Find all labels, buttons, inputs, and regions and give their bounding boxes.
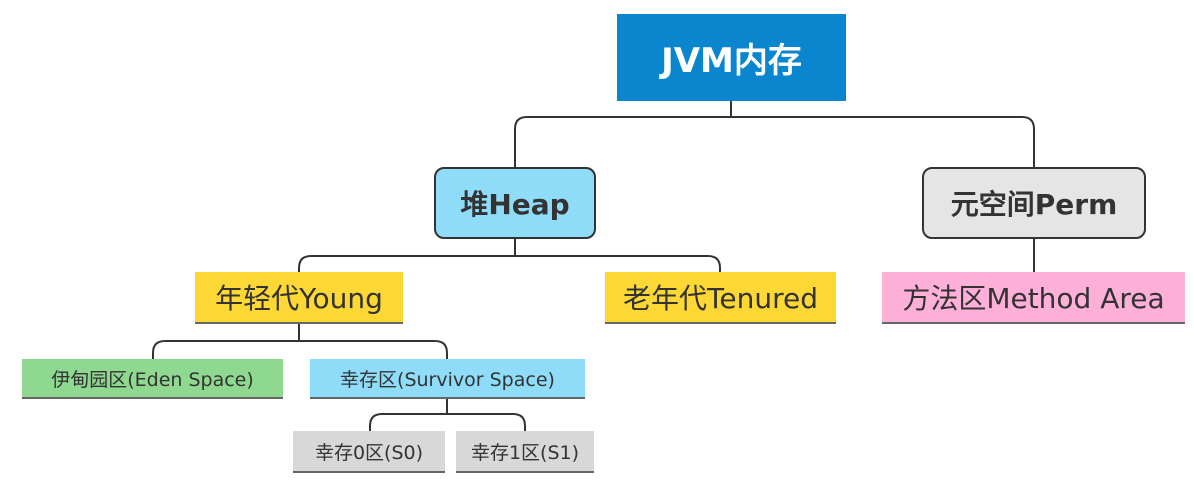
root-node[interactable]: JVM内存 [617, 14, 846, 101]
connector-heap-children [298, 239, 721, 272]
old-generation-node[interactable]: 老年代Tenured [605, 272, 836, 324]
heap-label: 堆Heap [460, 188, 570, 221]
heap-node[interactable]: 堆Heap [434, 167, 596, 239]
survivor-s1-node[interactable]: 幸存1区(S1) [456, 431, 594, 473]
young-label: 年轻代Young [215, 282, 383, 315]
connector-survivor-children [369, 399, 526, 431]
survivor-s0-node[interactable]: 幸存0区(S0) [293, 431, 445, 473]
root-label: JVM内存 [661, 41, 802, 81]
s0-label: 幸存0区(S0) [314, 441, 424, 464]
eden-label: 伊甸园区(Eden Space) [51, 368, 254, 391]
eden-space-node[interactable]: 伊甸园区(Eden Space) [22, 359, 283, 399]
s1-label: 幸存1区(S1) [470, 441, 580, 464]
method-area-node[interactable]: 方法区Method Area [882, 272, 1185, 324]
survivor-space-node[interactable]: 幸存区(Survivor Space) [310, 359, 585, 399]
survivor-label: 幸存区(Survivor Space) [340, 368, 555, 391]
method-area-label: 方法区Method Area [902, 282, 1165, 315]
connector-root-children [514, 101, 1035, 167]
old-label: 老年代Tenured [623, 282, 818, 315]
young-generation-node[interactable]: 年轻代Young [195, 272, 403, 324]
connector-young-children [152, 324, 448, 359]
perm-node[interactable]: 元空间Perm [922, 167, 1146, 239]
perm-label: 元空间Perm [950, 188, 1118, 221]
